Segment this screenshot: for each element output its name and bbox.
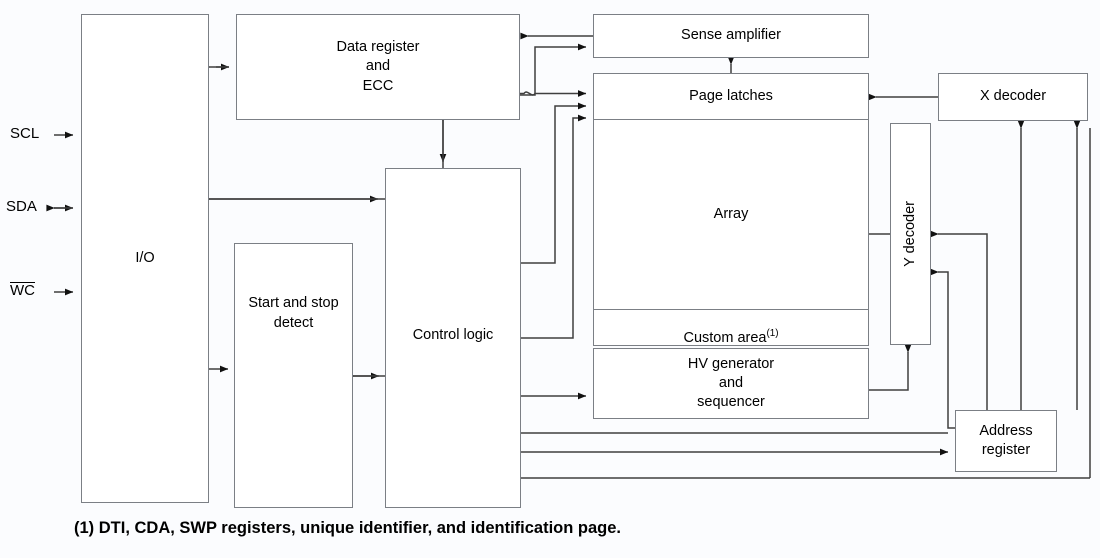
block-label-array: Array <box>713 206 749 223</box>
block-label-y-decoder: Y decoder <box>901 201 918 267</box>
block-label-address-register: Address register <box>979 422 1033 458</box>
block-array[interactable]: Array <box>593 119 869 311</box>
block-label-custom-area: Custom area(1) <box>683 307 778 347</box>
block-data-register-ecc[interactable]: Data register and ECC <box>236 14 520 120</box>
signal-text-sda: SDA <box>6 198 37 215</box>
block-label-io: I/O <box>135 249 155 266</box>
block-address-register[interactable]: Address register <box>955 410 1057 472</box>
block-sense-amplifier[interactable]: Sense amplifier <box>593 14 869 58</box>
signal-label-scl: SCL <box>10 125 39 142</box>
block-custom-area[interactable]: Custom area(1) <box>593 309 869 346</box>
block-label-hv-generator-sequencer: HV generator and sequencer <box>687 355 775 411</box>
block-label-x-decoder: X decoder <box>979 88 1047 105</box>
line-dataregister-to-senseamp <box>520 43 587 96</box>
block-page-latches[interactable]: Page latches <box>593 73 869 121</box>
block-io[interactable]: I/O <box>81 14 209 503</box>
signal-text-scl: SCL <box>10 125 40 142</box>
signal-text-wc: WC <box>10 282 35 299</box>
signal-label-wc: WC <box>10 282 35 299</box>
line-addressregister-to-ydecoder-a <box>930 230 988 410</box>
block-label-control-logic: Control logic <box>412 327 494 344</box>
figure-footnote: (1) DTI, CDA, SWP registers, unique iden… <box>74 519 622 537</box>
signal-label-sda: SDA <box>6 198 37 215</box>
block-y-decoder[interactable]: Y decoder <box>890 123 931 345</box>
block-x-decoder[interactable]: X decoder <box>938 73 1088 121</box>
line-addressregister-to-ydecoder-b <box>930 268 955 429</box>
line-hvgenerator-to-ydecoder <box>869 344 912 391</box>
custom-area-footnote-marker: (1) <box>766 327 779 339</box>
block-label-sense-amplifier: Sense amplifier <box>681 27 781 44</box>
block-control-logic[interactable]: Control logic <box>385 168 521 508</box>
line-controllogic-to-pagelatches-b <box>521 114 587 339</box>
block-start-and-stop-detect[interactable]: Start and stop detect <box>234 243 353 508</box>
block-label-page-latches: Page latches <box>689 88 773 105</box>
line-dataregister-to-pagelatches <box>520 90 587 97</box>
block-label-data-register-ecc: Data register and ECC <box>336 39 420 94</box>
custom-area-text: Custom area <box>683 329 767 346</box>
block-label-start-and-stop-detect: Start and stop detect <box>248 295 339 331</box>
block-hv-generator-sequencer[interactable]: HV generator and sequencer <box>593 348 869 419</box>
line-controllogic-to-pagelatches-a <box>521 102 587 264</box>
